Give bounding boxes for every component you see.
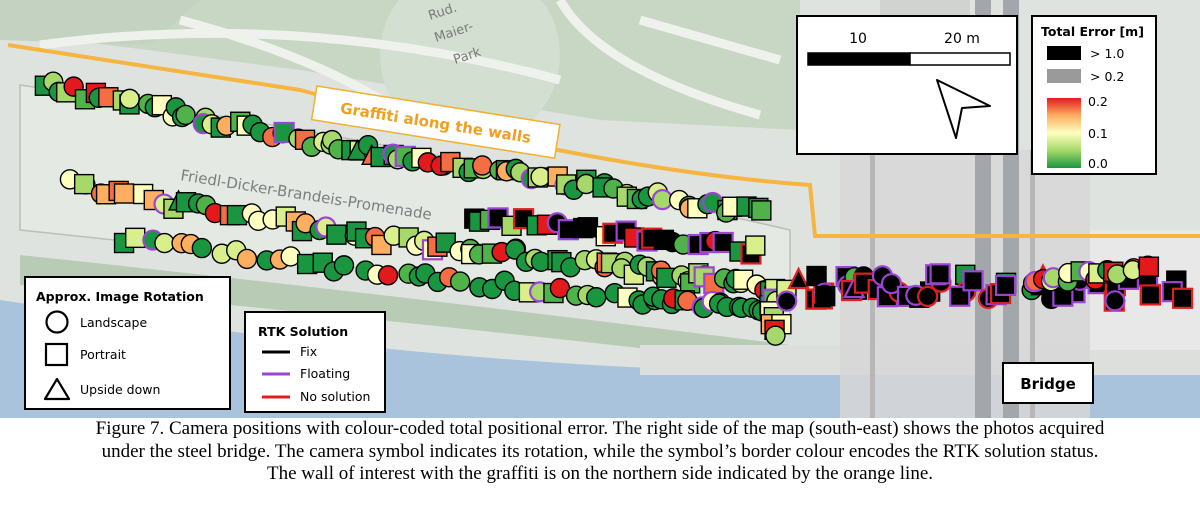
camera-marker	[765, 325, 786, 346]
rtk-no-solution-label: No solution	[300, 389, 370, 404]
swatch-grey	[1047, 69, 1081, 83]
ramp-top-label: 0.2	[1088, 94, 1108, 109]
rtk-fix-label: Fix	[300, 344, 317, 359]
caption-line-2: under the steel bridge. The camera symbo…	[101, 440, 1099, 462]
camera-marker	[814, 285, 836, 307]
camera-marker	[1104, 290, 1126, 312]
rtk-floating-label: Floating	[300, 366, 350, 381]
camera-marker	[191, 237, 213, 259]
scale-bar-segment-black	[807, 52, 911, 66]
north-arrow-icon	[936, 79, 991, 139]
camera-marker	[377, 265, 399, 286]
camera-marker	[995, 274, 1017, 296]
camera-marker	[586, 287, 607, 308]
camera-marker	[326, 224, 347, 245]
upside-down-label: Upside down	[80, 382, 160, 397]
camera-marker	[751, 200, 772, 221]
swatch-black	[1047, 46, 1081, 60]
rotation-legend: Approx. Image Rotation Landscape Portrai…	[24, 276, 231, 410]
camera-marker	[880, 273, 903, 295]
camera-marker	[776, 290, 798, 312]
figure-caption: Figure 7. Camera positions with colour-c…	[0, 418, 1200, 486]
camera-marker	[1139, 284, 1162, 306]
camera-marker	[113, 183, 135, 204]
camera-marker	[530, 166, 551, 188]
camera-marker	[962, 270, 984, 292]
camera-marker	[449, 271, 471, 292]
camera-marker	[472, 155, 493, 176]
scale-bar-segment-white	[909, 52, 1011, 66]
color-ramp	[1047, 98, 1081, 168]
scale-tick-20: 20 m	[944, 31, 980, 47]
portrait-symbol	[44, 342, 69, 367]
camera-marker	[73, 173, 95, 195]
camera-marker	[154, 232, 175, 254]
class-black-label: > 1.0	[1090, 46, 1124, 61]
camera-marker	[125, 227, 146, 249]
camera-marker	[119, 88, 140, 110]
class-grey-label: > 0.2	[1090, 69, 1124, 84]
ramp-mid-label: 0.1	[1088, 126, 1108, 141]
bridge-label-box: Bridge	[1002, 362, 1094, 404]
rotation-title: Approx. Image Rotation	[36, 289, 204, 304]
caption-line-1: Figure 7. Camera positions with colour-c…	[95, 418, 1105, 439]
camera-marker	[929, 263, 951, 285]
bridge-label: Bridge	[1020, 375, 1076, 393]
scale-tick-10: 10	[849, 31, 867, 47]
portrait-label: Portrait	[80, 347, 126, 362]
camera-marker	[949, 285, 971, 307]
upside-down-symbol	[43, 377, 71, 401]
total-error-legend: Total Error [m] > 1.0 > 0.2 0.2 0.1 0.0	[1031, 15, 1157, 175]
total-error-title: Total Error [m]	[1041, 24, 1144, 39]
camera-marker	[787, 266, 810, 290]
camera-marker	[1138, 256, 1160, 277]
camera-marker	[745, 235, 766, 256]
rtk-title: RTK Solution	[258, 324, 348, 339]
ramp-bottom-label: 0.0	[1088, 156, 1108, 171]
landscape-symbol	[45, 310, 69, 334]
camera-marker	[236, 248, 258, 270]
scale-bar-box: 10 20 m	[796, 15, 1018, 155]
camera-marker	[333, 255, 355, 276]
path-network	[39, 0, 782, 129]
camera-marker	[917, 285, 939, 308]
camera-marker	[175, 104, 196, 126]
camera-markers	[34, 71, 1194, 346]
rtk-legend: RTK Solution Fix Floating No solution	[244, 311, 386, 413]
camera-marker	[1171, 287, 1194, 309]
map-canvas: Rud. Maier- Park Friedl-Dicker-Brandeis-…	[0, 0, 1200, 418]
caption-line-3: The wall of interest with the graffiti i…	[266, 463, 934, 484]
camera-marker	[577, 217, 599, 238]
camera-marker	[806, 265, 827, 287]
landscape-label: Landscape	[80, 315, 147, 330]
